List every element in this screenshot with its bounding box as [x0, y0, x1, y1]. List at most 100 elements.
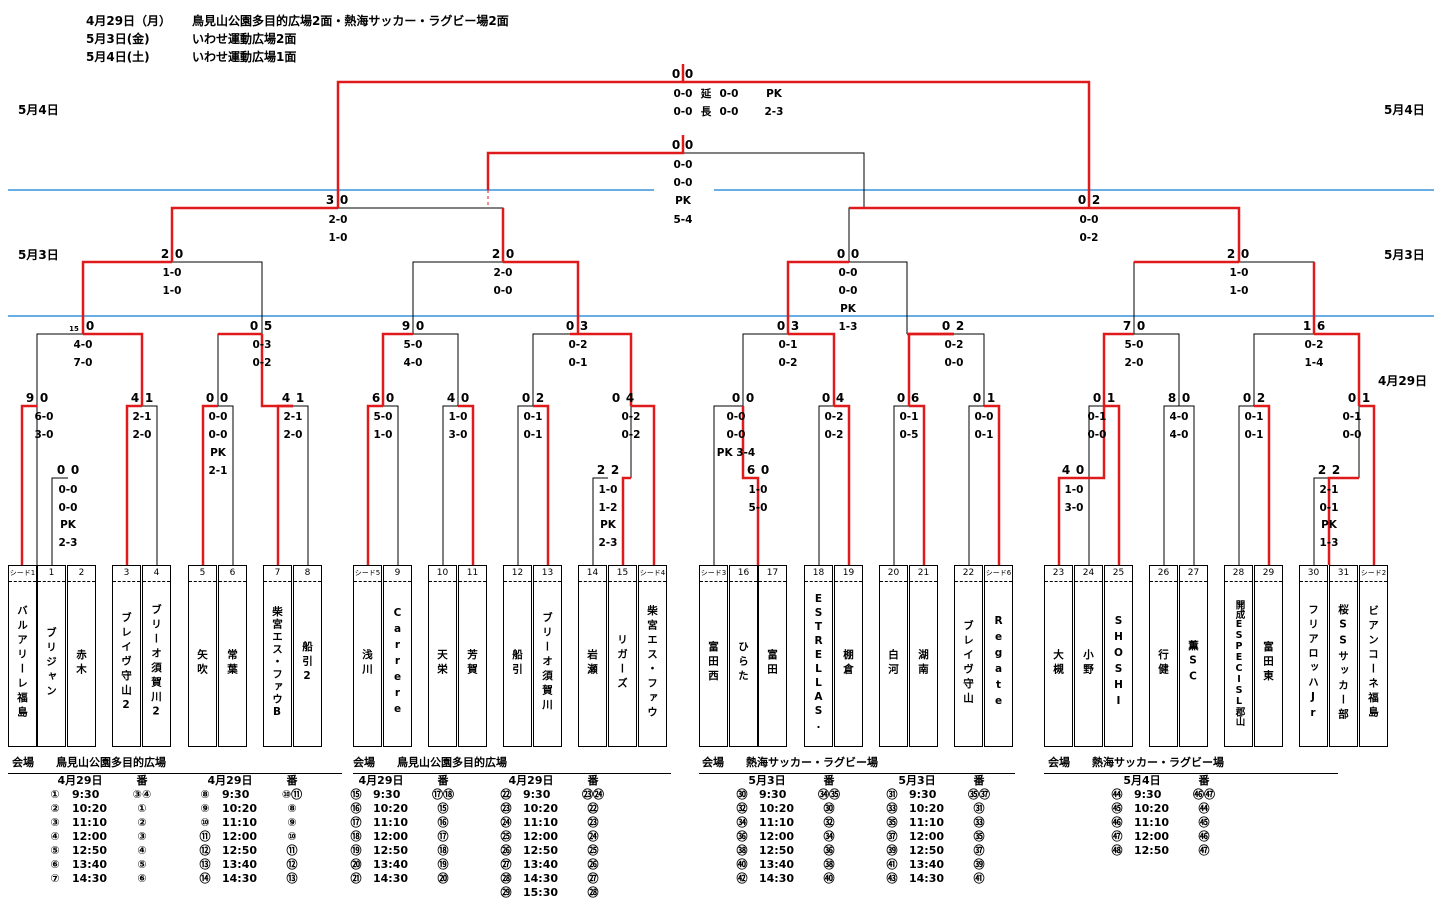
- score-label: 2: [1227, 247, 1235, 261]
- score-label: 0: [566, 319, 574, 333]
- referee: ㉝: [973, 816, 985, 829]
- kickoff-time: 9:30: [72, 788, 100, 801]
- match-number: ㊲: [886, 830, 898, 843]
- team-name: 富田: [766, 648, 778, 678]
- team-name: 開成ESPECISL郡山: [1233, 600, 1245, 726]
- score-label: 0: [416, 319, 424, 333]
- score-label: 2: [1257, 391, 1265, 405]
- kickoff-time: 14:30: [373, 872, 409, 885]
- schedule-date-header: 4月29日: [508, 774, 554, 787]
- kickoff-time: 9:30: [373, 788, 401, 801]
- team-name: SHOSHI: [1112, 615, 1125, 711]
- match-number: ⑲: [350, 844, 362, 857]
- score-label: 1: [1107, 391, 1115, 405]
- team-number: 10: [429, 566, 456, 582]
- score-label: 4: [282, 391, 290, 405]
- score-label: 0-0: [209, 411, 228, 423]
- match-number: ㉔: [500, 816, 512, 829]
- score-label: 0: [777, 319, 785, 333]
- referee: ④: [137, 844, 147, 857]
- score-label: 4: [626, 391, 634, 405]
- score-label: 0-2: [825, 411, 844, 423]
- team-number: 21: [910, 566, 937, 582]
- team-box: 17 富田: [758, 565, 787, 747]
- team-number: シード2: [1360, 566, 1387, 582]
- team-name: 船引2: [301, 640, 313, 686]
- score-label: 0-0: [59, 484, 78, 496]
- referee: ㉚: [823, 802, 835, 815]
- match-number: ⑯: [350, 802, 362, 815]
- match-number: ㊸: [886, 872, 898, 885]
- score-label: 1-0: [1230, 285, 1249, 297]
- score-label: 0-1: [524, 411, 543, 423]
- team-number: 17: [759, 566, 786, 582]
- match-number: ③: [50, 816, 60, 829]
- score-label: 0: [851, 247, 859, 261]
- score-label: 0: [1182, 391, 1190, 405]
- team-name: ESTRELLAS.: [812, 593, 825, 733]
- score-label: 0: [1093, 391, 1101, 405]
- team-number: 27: [1180, 566, 1207, 582]
- referee: ㊹: [1198, 802, 1210, 815]
- header-line-2-date: 5月3日(金): [86, 32, 150, 46]
- match-number: ㉒: [500, 788, 512, 801]
- kickoff-time: 10:20: [523, 802, 559, 815]
- kickoff-time: 12:50: [759, 844, 795, 857]
- schedule-rule: [353, 773, 671, 774]
- score-label: 5-4: [674, 214, 693, 226]
- kickoff-time: 12:50: [222, 844, 258, 857]
- team-number: 2: [68, 566, 95, 582]
- score-label: PK: [60, 519, 77, 531]
- score-label: 2-0: [1125, 357, 1144, 369]
- score-label: 0: [175, 247, 183, 261]
- kickoff-time: 11:10: [1134, 816, 1170, 829]
- referee: ㉘: [587, 886, 599, 899]
- score-label: 2-0: [284, 429, 303, 441]
- schedule-date-header: 5月4日: [1123, 774, 1161, 787]
- score-label: 0-1: [1088, 411, 1107, 423]
- score-label: PK: [766, 88, 783, 100]
- team-number: 22: [955, 566, 982, 582]
- score-label: 1-3: [839, 321, 858, 333]
- match-number: ⑨: [200, 802, 210, 815]
- match-number: ㉜: [736, 802, 748, 815]
- schedule-date-header: 5月3日: [748, 774, 786, 787]
- kickoff-time: 15:30: [523, 886, 559, 899]
- kickoff-time: 12:00: [1134, 830, 1170, 843]
- score-label: PK: [675, 195, 692, 207]
- team-name: 岩瀬: [586, 648, 598, 678]
- team-number: 7: [264, 566, 291, 582]
- referee: ⑰⑱: [432, 788, 454, 801]
- kickoff-time: 14:30: [759, 872, 795, 885]
- score-label: 0-0: [59, 502, 78, 514]
- match-number: ②: [50, 802, 60, 815]
- score-label: 0-2: [622, 411, 641, 423]
- referee: ㊳: [823, 858, 835, 871]
- team-number: 14: [579, 566, 606, 582]
- team-number: 13: [534, 566, 561, 582]
- score-label: 長: [701, 106, 712, 118]
